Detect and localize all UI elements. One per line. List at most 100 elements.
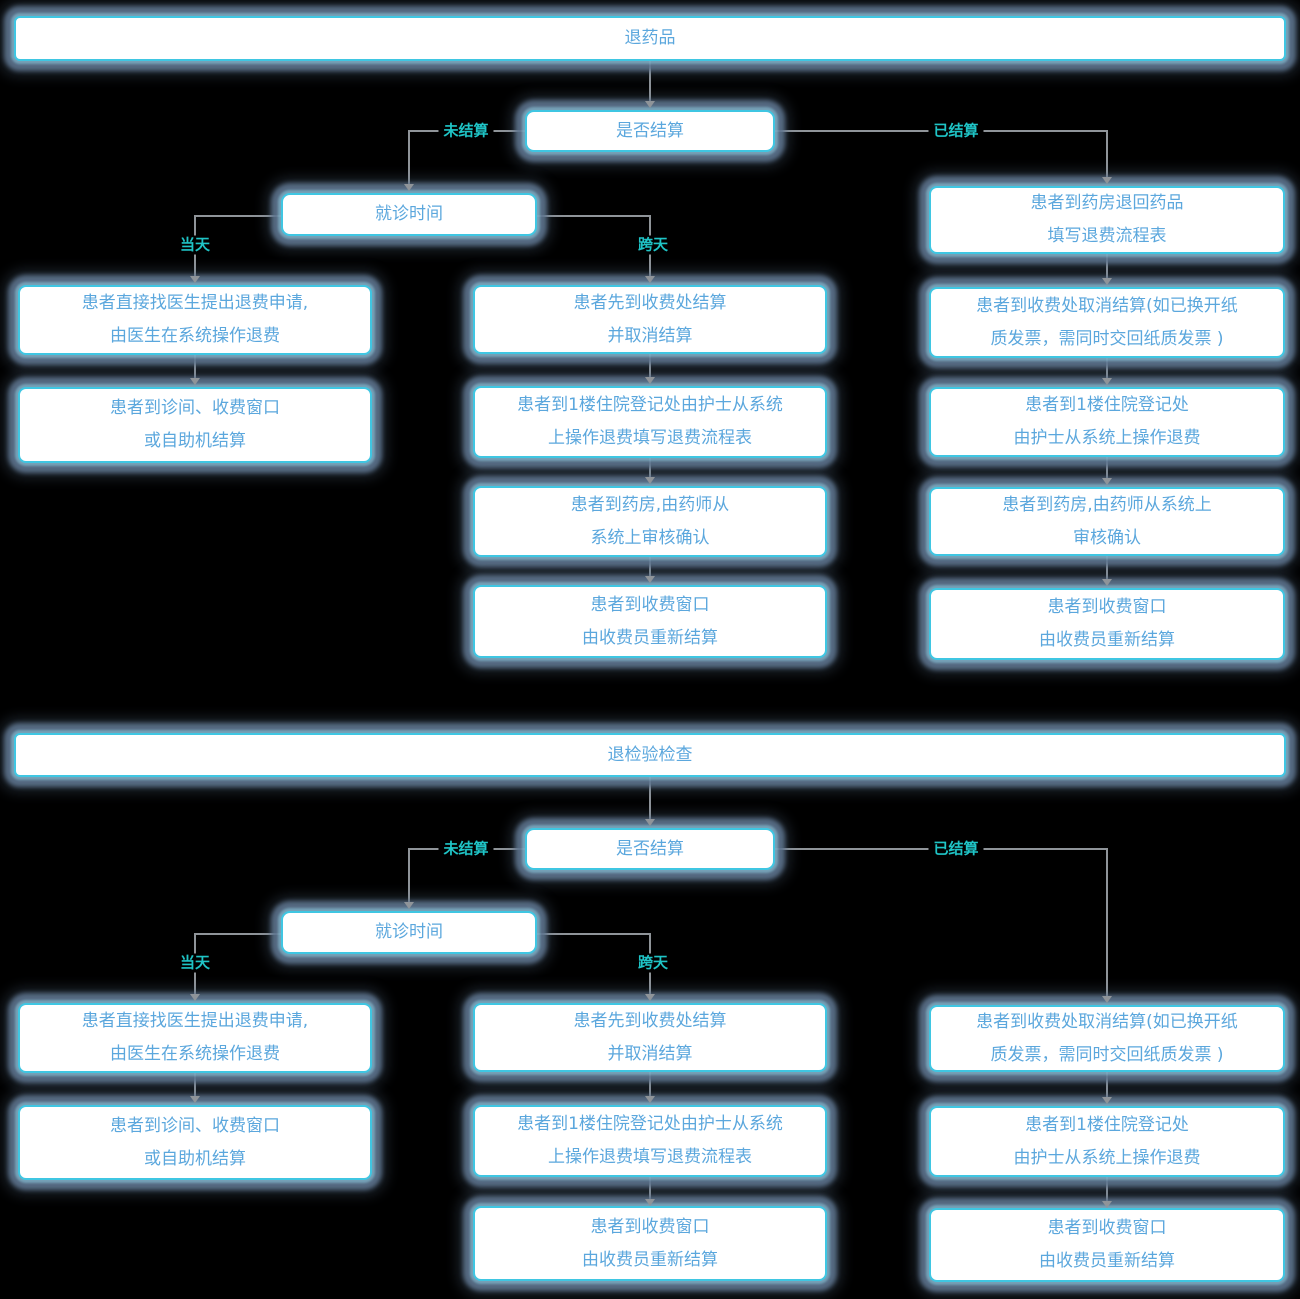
connector-line bbox=[649, 1072, 651, 1098]
connector-line bbox=[1106, 848, 1108, 998]
node-title-return-drugs: 退药品 bbox=[14, 16, 1286, 61]
node-settled-step-4: 患者到药房,由药师从系统上 审核确认 bbox=[929, 487, 1285, 556]
node-cross-day-step-3: 患者到药房,由药师从 系统上审核确认 bbox=[473, 486, 827, 557]
arrow-down-icon bbox=[645, 1199, 655, 1206]
node-settled-step-1: 患者到药房退回药品 填写退费流程表 bbox=[929, 186, 1285, 254]
node-label: 患者到药房退回药品 填写退费流程表 bbox=[1030, 193, 1184, 246]
connector-line bbox=[195, 933, 281, 935]
connector-line bbox=[194, 355, 196, 380]
node-label: 患者先到收费处结算 并取消结算 bbox=[573, 1010, 727, 1064]
connector-line bbox=[537, 215, 650, 217]
connector-line bbox=[537, 933, 650, 935]
node-label: 退药品 bbox=[624, 28, 676, 48]
node-cross-day-step-2: 患者到1楼住院登记处由护士从系统 上操作退费填写退费流程表 bbox=[473, 386, 827, 458]
arrow-down-icon bbox=[645, 101, 655, 108]
connector-line bbox=[649, 557, 651, 579]
edge-label-cross-day: 跨天 bbox=[632, 235, 674, 255]
node-label: 患者到药房,由药师从 系统上审核确认 bbox=[570, 494, 730, 548]
node-label: 患者到1楼住院登记处由护士从系统 上操作退费填写退费流程表 bbox=[517, 395, 783, 448]
arrow-down-icon bbox=[1102, 1201, 1112, 1208]
connector-line bbox=[1106, 254, 1108, 280]
node-settled-step-1: 患者到收费处取消结算(如已换开纸 质发票，需同时交回纸质发票 ) bbox=[929, 1005, 1285, 1072]
node-label: 患者到1楼住院登记处由护士从系统 上操作退费填写退费流程表 bbox=[517, 1114, 783, 1167]
node-cross-day-step-3: 患者到收费窗口 由收费员重新结算 bbox=[473, 1206, 827, 1281]
node-label: 患者到1楼住院登记处 由护士从系统上操作退费 bbox=[1013, 1114, 1201, 1168]
node-cross-day-step-1: 患者先到收费处结算 并取消结算 bbox=[473, 285, 827, 354]
node-cross-day-step-4: 患者到收费窗口 由收费员重新结算 bbox=[473, 585, 827, 658]
connector-line bbox=[1106, 130, 1108, 178]
node-label: 患者到1楼住院登记处 由护士从系统上操作退费 bbox=[1013, 395, 1201, 448]
edge-label-settled: 已结算 bbox=[928, 121, 984, 141]
arrow-down-icon bbox=[645, 276, 655, 283]
arrow-down-icon bbox=[404, 184, 414, 191]
arrow-down-icon bbox=[645, 477, 655, 484]
node-same-day-step-1: 患者直接找医生提出退费申请, 由医生在系统操作退费 bbox=[18, 1003, 372, 1073]
node-label: 是否结算 bbox=[616, 120, 684, 141]
node-label: 患者直接找医生提出退费申请, 由医生在系统操作退费 bbox=[81, 293, 309, 346]
node-label: 患者直接找医生提出退费申请, 由医生在系统操作退费 bbox=[81, 1011, 309, 1064]
node-decision-settled: 是否结算 bbox=[525, 828, 775, 870]
connector-line bbox=[649, 61, 651, 104]
node-cross-day-step-1: 患者先到收费处结算 并取消结算 bbox=[473, 1003, 827, 1072]
node-label: 患者到药房,由药师从系统上 审核确认 bbox=[1002, 494, 1212, 548]
arrow-down-icon bbox=[1102, 278, 1112, 285]
connector-line bbox=[408, 848, 410, 904]
arrow-down-icon bbox=[190, 276, 200, 283]
node-settled-step-3: 患者到1楼住院登记处 由护士从系统上操作退费 bbox=[929, 387, 1285, 457]
edge-label-cross-day: 跨天 bbox=[632, 953, 674, 973]
arrow-down-icon bbox=[1102, 177, 1112, 184]
node-settled-step-2: 患者到收费处取消结算(如已换开纸 质发票，需同时交回纸质发票 ) bbox=[929, 287, 1285, 358]
node-label: 患者到收费窗口 由收费员重新结算 bbox=[1039, 597, 1175, 650]
node-label: 患者到收费窗口 由收费员重新结算 bbox=[1039, 1218, 1175, 1271]
connector-line bbox=[1106, 457, 1108, 481]
node-same-day-step-2: 患者到诊间、收费窗口 或自助机结算 bbox=[18, 387, 372, 463]
arrow-down-icon bbox=[190, 378, 200, 385]
node-title-return-tests: 退检验检查 bbox=[14, 733, 1286, 777]
edge-label-settled: 已结算 bbox=[928, 839, 984, 859]
connector-line bbox=[1106, 1177, 1108, 1203]
arrow-down-icon bbox=[1102, 378, 1112, 385]
arrow-down-icon bbox=[1102, 478, 1112, 485]
arrow-down-icon bbox=[645, 576, 655, 583]
node-label: 患者到诊间、收费窗口 或自助机结算 bbox=[110, 1115, 280, 1169]
connector-line bbox=[408, 130, 410, 186]
node-label: 就诊时间 bbox=[375, 922, 443, 942]
node-settled-step-3: 患者到收费窗口 由收费员重新结算 bbox=[929, 1208, 1285, 1282]
node-label: 患者先到收费处结算 并取消结算 bbox=[573, 292, 727, 346]
node-decision-visit-time: 就诊时间 bbox=[281, 911, 537, 954]
connector-line bbox=[1106, 556, 1108, 581]
connector-line bbox=[194, 1073, 196, 1098]
node-cross-day-step-2: 患者到1楼住院登记处由护士从系统 上操作退费填写退费流程表 bbox=[473, 1105, 827, 1177]
connector-line bbox=[1106, 1072, 1108, 1099]
connector-line bbox=[195, 215, 281, 217]
arrow-down-icon bbox=[645, 377, 655, 384]
edge-label-same-day: 当天 bbox=[174, 953, 216, 973]
connector-line bbox=[1106, 358, 1108, 381]
connector-line bbox=[649, 777, 651, 822]
arrow-down-icon bbox=[645, 819, 655, 826]
arrow-down-icon bbox=[645, 1096, 655, 1103]
connector-line bbox=[649, 354, 651, 379]
edge-label-unsettled: 未结算 bbox=[438, 839, 494, 859]
arrow-down-icon bbox=[404, 902, 414, 909]
node-label: 患者到诊间、收费窗口 或自助机结算 bbox=[110, 398, 280, 451]
arrow-down-icon bbox=[190, 1096, 200, 1103]
node-label: 退检验检查 bbox=[607, 744, 693, 765]
node-label: 患者到收费处取消结算(如已换开纸 质发票，需同时交回纸质发票 ) bbox=[976, 1011, 1238, 1065]
node-label: 患者到收费窗口 由收费员重新结算 bbox=[582, 594, 718, 648]
connector-line bbox=[649, 1177, 651, 1201]
arrow-down-icon bbox=[1102, 579, 1112, 586]
arrow-down-icon bbox=[1102, 1097, 1112, 1104]
arrow-down-icon bbox=[190, 994, 200, 1001]
node-label: 就诊时间 bbox=[375, 204, 443, 224]
node-decision-settled: 是否结算 bbox=[525, 110, 775, 152]
node-label: 患者到收费窗口 由收费员重新结算 bbox=[582, 1216, 718, 1270]
node-label: 患者到收费处取消结算(如已换开纸 质发票，需同时交回纸质发票 ) bbox=[976, 295, 1238, 349]
connector-line bbox=[649, 458, 651, 480]
node-settled-step-5: 患者到收费窗口 由收费员重新结算 bbox=[929, 588, 1285, 660]
node-same-day-step-1: 患者直接找医生提出退费申请, 由医生在系统操作退费 bbox=[18, 285, 372, 355]
edge-label-same-day: 当天 bbox=[174, 235, 216, 255]
node-settled-step-2: 患者到1楼住院登记处 由护士从系统上操作退费 bbox=[929, 1106, 1285, 1177]
arrow-down-icon bbox=[645, 994, 655, 1001]
